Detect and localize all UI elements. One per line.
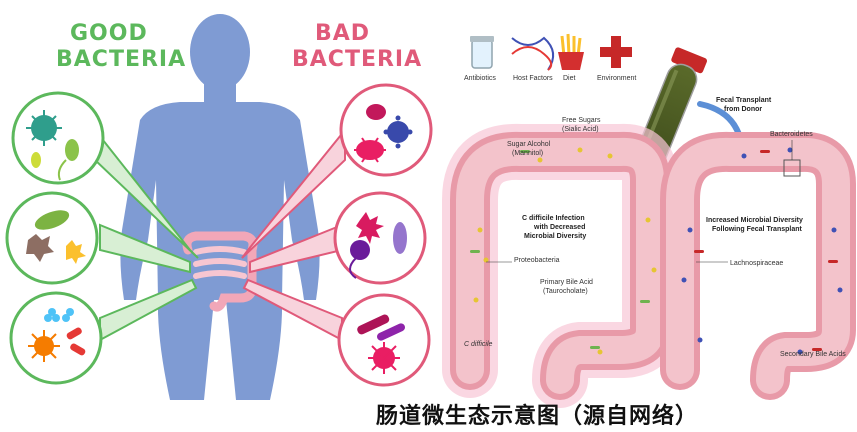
factor-label-diet: Diet — [563, 75, 576, 82]
callout-sugar-alcohol-line2: (Mannitol) — [512, 150, 543, 157]
dna-icon — [512, 38, 553, 70]
healthy-center-line2: Following Fecal Transplant — [712, 226, 803, 233]
infected-colon — [470, 148, 657, 381]
diet-fries-icon — [558, 34, 584, 70]
good-heading-line1: GOOD — [70, 21, 148, 46]
factor-label-host-factors: Host Factors — [513, 75, 553, 82]
callout-lachnospiraceae: Lachnospiraceae — [730, 260, 783, 267]
good-bacteria-circle-2 — [7, 193, 97, 283]
bad-bacteria-circle-2 — [335, 193, 425, 283]
bad-heading-line1: BAD — [315, 21, 370, 46]
bad-bacteria-circle-1 — [341, 85, 431, 175]
callout-free-sugars-line1: Free Sugars — [562, 117, 601, 124]
callout-primary-bile-line2: (Taurocholate) — [543, 288, 588, 295]
callout-c-difficile: C difficile — [464, 341, 493, 348]
good-heading-line2: BACTERIA — [56, 47, 186, 72]
callout-primary-bile-line1: Primary Bile Acid — [540, 279, 593, 286]
callout-proteobacteria: Proteobacteria — [514, 257, 560, 264]
factor-label-antibiotics: Antibiotics — [464, 75, 496, 82]
transplant-label-line1: Fecal Transplant — [716, 97, 772, 104]
good-bacteria-circle-3 — [11, 293, 101, 383]
bad-heading-line2: BACTERIA — [292, 47, 422, 72]
callout-sugar-alcohol-line1: Sugar Alcohol — [507, 141, 551, 148]
good-bacteria-circle-1 — [13, 93, 103, 183]
factor-label-environment: Environment — [597, 75, 636, 82]
bad-bacteria-circle-3 — [339, 295, 429, 385]
right-panel: Antibiotics Host Factors Diet Environmen… — [464, 34, 846, 380]
callout-free-sugars-line2: (Sialic Acid) — [562, 126, 599, 133]
transplant-label-line2: from Donor — [724, 106, 762, 113]
infected-center-line1: C difficile Infection — [522, 215, 585, 222]
figure-caption: 肠道微生态示意图（源自网络） — [376, 398, 776, 430]
callout-bacteroidetes: Bacteroidetes — [770, 131, 813, 138]
left-panel: GOOD BACTERIA BAD BACTERIA — [7, 14, 431, 400]
healthy-center-line1: Increased Microbial Diversity — [706, 217, 803, 224]
antibiotics-icon — [470, 36, 494, 68]
callout-secondary-bile: Secondary Bile Acids — [780, 351, 846, 358]
environment-cross-icon — [600, 36, 632, 68]
infected-center-line3: Microbial Diversity — [524, 233, 586, 240]
infected-center-line2: with Decreased — [533, 224, 585, 231]
